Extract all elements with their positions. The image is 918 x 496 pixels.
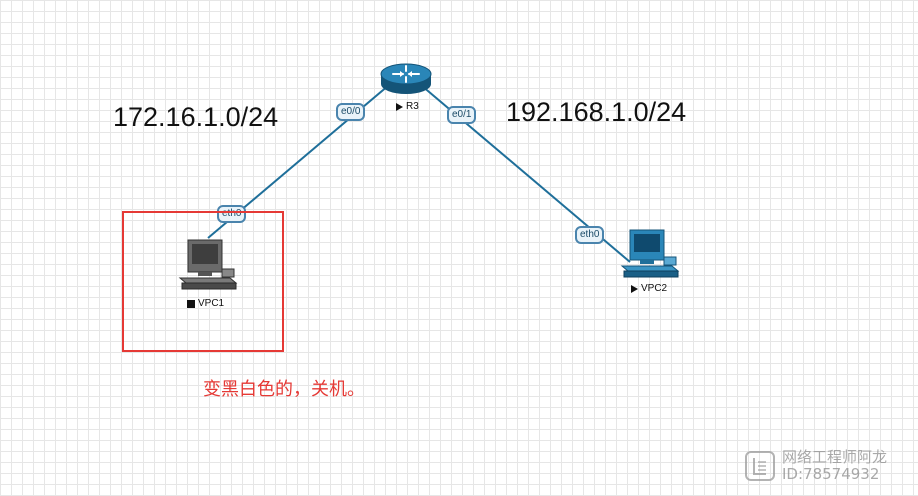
watermark-logo-icon	[745, 451, 775, 481]
computer-icon	[178, 239, 238, 290]
vpc1-label: VPC1	[187, 298, 224, 309]
vpc1-node[interactable]	[178, 236, 240, 292]
subnet-label-left: 172.16.1.0/24	[113, 102, 279, 132]
annotation-text: 变黑白色的，关机。	[203, 379, 365, 400]
vpc1-name: VPC1	[198, 298, 225, 309]
computer-icon	[620, 229, 680, 278]
vpc2-node[interactable]	[620, 226, 682, 282]
running-state-icon	[631, 284, 638, 293]
running-state-icon	[396, 102, 403, 111]
interface-label-vpc1-eth0[interactable]: eth0	[217, 205, 247, 223]
router-name: R3	[406, 101, 419, 112]
vpc2-name: VPC2	[641, 283, 668, 294]
watermark-line1: 网络工程师阿龙	[782, 448, 888, 466]
interface-label-e0-0[interactable]: e0/0	[336, 103, 366, 121]
interface-label-vpc2-eth0[interactable]: eth0	[575, 226, 605, 244]
subnet-label-right: 192.168.1.0/24	[506, 97, 687, 127]
stopped-state-icon	[187, 299, 195, 308]
router-icon	[380, 63, 432, 94]
highlight-box	[122, 211, 284, 352]
vpc2-label: VPC2	[631, 283, 667, 294]
interface-label-e0-1[interactable]: e0/1	[447, 106, 477, 124]
router-label: R3	[396, 101, 419, 112]
router-r3[interactable]	[378, 58, 434, 100]
watermark-line2: ID:78574932	[782, 465, 880, 483]
watermark: 网络工程师阿龙 ID:78574932	[744, 449, 887, 483]
